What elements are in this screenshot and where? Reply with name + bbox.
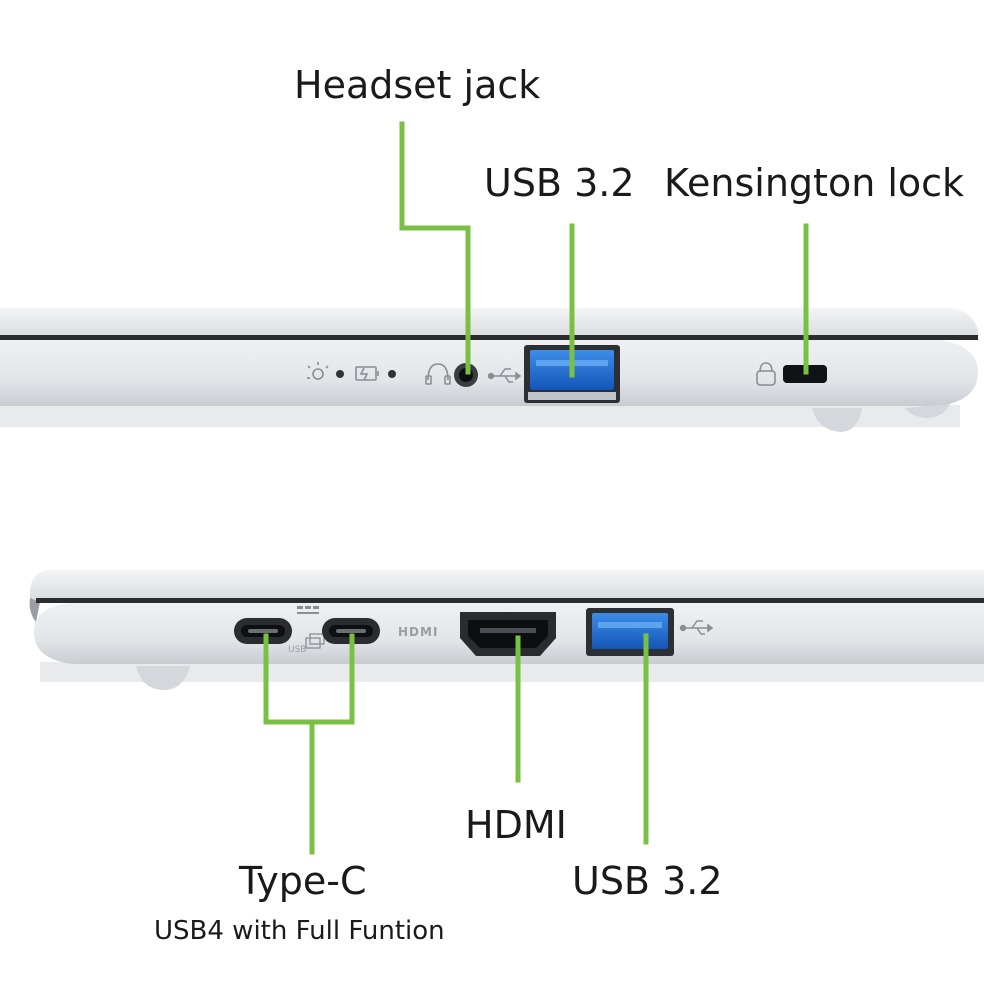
display-icon [305,633,325,649]
battery-icon [355,366,379,381]
battery-led [388,370,396,378]
label-type-c-subtitle: USB4 with Full Funtion [154,916,445,946]
usb-a-port [586,608,674,656]
usb-symbol-icon [679,620,714,635]
hdmi-port [460,612,556,656]
callout-headset-jack [399,121,471,375]
hinge [29,598,40,622]
rubber-foot [136,666,190,690]
lid-seam [0,335,978,340]
label-usb-bottom: USB 3.2 [572,859,723,903]
rubber-foot [812,408,862,432]
light-icon [307,362,329,380]
chassis-shadow [0,405,960,427]
lid-seam [36,598,984,603]
label-headset-jack: Headset jack [294,63,541,107]
chassis-shadow [40,662,984,682]
headset-icon [425,363,451,385]
callout-type-c [263,633,355,855]
laptop-lid [0,308,978,338]
hdmi-logo: HDMI [398,625,438,639]
usb-c-port-2 [322,618,380,644]
usb-symbol-icon [487,368,522,383]
usb-c-marking [297,606,319,614]
laptop-right-side [0,308,978,432]
power-led [336,370,344,378]
laptop-base [0,340,978,406]
rubber-foot [905,404,950,418]
label-usb-top: USB 3.2 [484,161,635,205]
callout-lines [263,121,809,855]
label-hdmi: HDMI [465,803,567,847]
laptop-lid [30,570,984,600]
label-kensington: Kensington lock [664,161,965,205]
label-type-c: Type-C [239,859,367,903]
lock-icon [756,362,776,386]
laptop-left-side [29,570,984,690]
usb-c-port-1 [234,618,292,644]
usb-c-logo: USB [288,645,306,655]
